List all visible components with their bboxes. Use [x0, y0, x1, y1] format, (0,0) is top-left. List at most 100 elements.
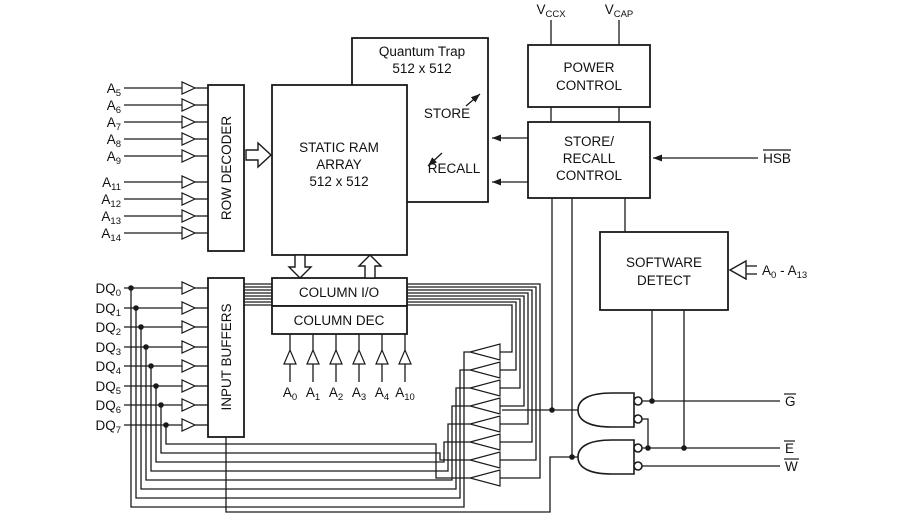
junction-dot: [645, 445, 651, 451]
input-buffer-icon: [375, 349, 389, 365]
row-address-input: A5: [107, 81, 208, 99]
quantum-trap-title: Quantum Trap: [379, 44, 465, 59]
svg-text:COLUMN I/O: COLUMN I/O: [299, 285, 379, 300]
input-buffers-block: INPUT BUFFERS: [207, 277, 245, 438]
inverter-bubble-icon: [633, 396, 643, 406]
svg-text:DQ2: DQ2: [95, 320, 121, 338]
row-address-input: A12: [101, 192, 208, 210]
svg-text:DQ1: DQ1: [95, 301, 121, 319]
svg-text:CONTROL: CONTROL: [556, 78, 622, 93]
column-io-block: COLUMN I/O: [271, 277, 408, 307]
input-buffer-icon: [181, 418, 196, 432]
dq-input: DQ0: [95, 281, 208, 299]
output-buffer-icon: [469, 361, 501, 379]
output-buffer-icon: [469, 469, 501, 487]
row-decoder-block: ROW DECODER: [207, 84, 245, 252]
input-buffer-icon: [352, 349, 366, 365]
junction-dot: [549, 407, 555, 413]
svg-text:A1: A1: [306, 385, 320, 403]
output-buffer-icon: [469, 379, 501, 397]
input-buffer-icon: [283, 349, 297, 365]
output-buffer-icon: [469, 415, 501, 433]
junction-dot: [649, 398, 655, 404]
dq-input: DQ5: [95, 379, 208, 397]
w-pin-label: W: [784, 458, 799, 474]
input-buffer-icon: [181, 149, 196, 163]
svg-text:A6: A6: [107, 98, 121, 116]
input-buffer-icon: [181, 340, 196, 354]
input-buffer-icon: [181, 132, 196, 146]
svg-text:DQ7: DQ7: [95, 418, 121, 436]
input-buffer-icon: [329, 349, 343, 365]
input-buffer-icon: [181, 98, 196, 112]
addr-bus-arrow-icon: [728, 259, 747, 281]
svg-text:A2: A2: [329, 385, 343, 403]
output-buffer-icon: [469, 451, 501, 469]
row-address-input: A13: [101, 209, 208, 227]
dq-input: DQ6: [95, 398, 208, 416]
column-address-input: A3: [352, 334, 366, 403]
control-wires: [225, 198, 780, 513]
input-buffer-icon: [181, 115, 196, 129]
svg-text:A7: A7: [107, 115, 121, 133]
input-buffer-icon: [181, 320, 196, 334]
dq-input: DQ4: [95, 359, 208, 377]
and-gate-top-icon: [577, 392, 643, 428]
quantum-trap-size: 512 x 512: [392, 61, 451, 76]
dq-input: DQ3: [95, 340, 208, 358]
software-detect-block: SOFTWARE DETECT: [599, 231, 729, 311]
hsb-pin: HSB: [653, 149, 791, 166]
row-address-input: A14: [101, 226, 208, 244]
vcap-label: VCAP: [605, 2, 634, 20]
store-label: STORE: [424, 106, 470, 121]
g-pin-label: G: [784, 393, 796, 409]
junction-dot: [569, 454, 575, 460]
and-gate-bottom-icon: [577, 439, 643, 475]
svg-text:DQ0: DQ0: [95, 281, 121, 299]
input-buffer-icon: [306, 349, 320, 365]
store-recall-annotations: STORE RECALL: [424, 93, 481, 176]
input-buffer-icon: [181, 81, 196, 95]
power-control-block: POWER CONTROL: [527, 44, 651, 108]
row-address-inputs: A5 A6 A7 A8 A9 A11 A12 A13: [101, 81, 208, 244]
input-buffer-icon: [181, 301, 196, 315]
hsb-label: HSB: [763, 151, 791, 166]
dq-input: DQ1: [95, 301, 208, 319]
input-buffer-icon: [181, 192, 196, 206]
svg-text:STORE/: STORE/: [564, 134, 614, 149]
output-buffer-icon: [469, 397, 501, 415]
input-buffer-icon: [181, 379, 196, 393]
row-address-input: A8: [107, 132, 208, 150]
svg-text:DQ3: DQ3: [95, 340, 121, 358]
input-buffer-icon: [181, 359, 196, 373]
svg-text:512 x 512: 512 x 512: [309, 174, 368, 189]
dq-inputs: DQ0 DQ1 DQ2 DQ3 DQ4 DQ5 DQ6 DQ7: [95, 281, 208, 436]
svg-text:POWER: POWER: [563, 60, 614, 75]
e-label: E: [785, 441, 794, 456]
colio-to-ram-arrow-icon: [357, 254, 383, 279]
svg-text:INPUT BUFFERS: INPUT BUFFERS: [219, 303, 234, 410]
row-address-input: A7: [107, 115, 208, 133]
recall-arrow-icon: [427, 152, 443, 167]
column-address-input: A4: [375, 334, 389, 403]
input-buffer-icon: [181, 281, 196, 295]
inverter-bubble-icon: [633, 414, 643, 424]
svg-text:STATIC RAM: STATIC RAM: [299, 140, 379, 155]
input-buffer-icon: [181, 398, 196, 412]
addr-bus-label: A0 - A13: [762, 263, 807, 281]
colio-to-output-buffer-wires: [407, 283, 541, 479]
ram-to-colio-arrow-icon: [287, 254, 313, 279]
svg-text:A9: A9: [107, 149, 121, 167]
junction-dot: [681, 445, 687, 451]
svg-text:DQ6: DQ6: [95, 398, 121, 416]
svg-text:A11: A11: [102, 175, 121, 193]
input-buffer-icon: [181, 175, 196, 189]
svg-text:A10: A10: [395, 385, 415, 403]
dq-input: DQ7: [95, 418, 208, 436]
svg-text:A13: A13: [101, 209, 121, 227]
svg-text:DQ5: DQ5: [95, 379, 121, 397]
svg-text:A14: A14: [101, 226, 121, 244]
vcc-pins: VCCX VCAP: [536, 2, 633, 122]
